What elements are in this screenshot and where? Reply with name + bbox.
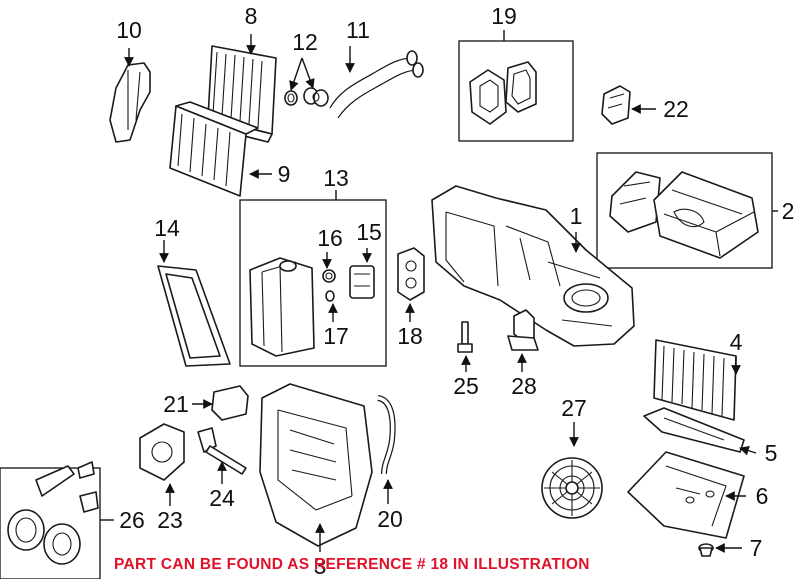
callout-1: 1 bbox=[570, 203, 583, 229]
part-21-sensor[interactable] bbox=[211, 385, 249, 421]
callout-27: 27 bbox=[561, 395, 587, 421]
callout-7: 7 bbox=[750, 535, 763, 561]
part-1-hvac-housing[interactable] bbox=[431, 185, 635, 347]
part-26-fan-parts[interactable] bbox=[7, 461, 99, 565]
callout-25: 25 bbox=[453, 373, 479, 399]
callout-23: 23 bbox=[157, 507, 183, 533]
part-13-evaporator[interactable] bbox=[249, 257, 315, 357]
callout-28: 28 bbox=[511, 373, 537, 399]
part-12-o-rings[interactable] bbox=[284, 87, 329, 107]
part-7-grommet[interactable] bbox=[698, 543, 714, 557]
callout-20: 20 bbox=[377, 506, 403, 532]
part-9-heater-core[interactable] bbox=[169, 101, 259, 197]
callout-18: 18 bbox=[397, 323, 423, 349]
callout-6: 6 bbox=[756, 483, 769, 509]
callout-15: 15 bbox=[356, 219, 382, 245]
callout-numbers: 10 8 12 11 9 19 22 2 1 13 14 16 15 17 18… bbox=[116, 3, 794, 579]
callout-14: 14 bbox=[154, 215, 180, 241]
reference-note: PART CAN BE FOUND AS REFERENCE # 18 IN I… bbox=[114, 556, 590, 573]
group-box-19 bbox=[458, 40, 574, 142]
part-20-drain-hose[interactable] bbox=[377, 395, 396, 475]
callout-17: 17 bbox=[323, 323, 349, 349]
callout-8: 8 bbox=[245, 3, 258, 29]
callout-4: 4 bbox=[730, 329, 743, 355]
part-24-probe[interactable] bbox=[197, 427, 247, 475]
part-11-heater-pipes[interactable] bbox=[329, 50, 424, 119]
part-16-o-ring[interactable] bbox=[322, 269, 336, 283]
part-6-cover[interactable] bbox=[627, 451, 745, 539]
part-15-expansion-valve[interactable] bbox=[349, 265, 375, 299]
callout-11: 11 bbox=[346, 17, 370, 43]
callout-9: 9 bbox=[278, 161, 291, 187]
part-4-filter[interactable] bbox=[653, 339, 737, 421]
callout-10: 10 bbox=[116, 17, 142, 43]
callout-21: 21 bbox=[163, 391, 189, 417]
part-22-bracket[interactable] bbox=[601, 85, 631, 125]
callout-13: 13 bbox=[323, 165, 349, 191]
part-23-actuator[interactable] bbox=[139, 423, 185, 481]
part-19-seals[interactable] bbox=[469, 61, 537, 125]
callout-16: 16 bbox=[317, 225, 343, 251]
part-17-o-ring[interactable] bbox=[325, 290, 335, 302]
part-2-duct-assembly[interactable] bbox=[609, 171, 759, 259]
part-10-trim-panel[interactable] bbox=[109, 62, 151, 143]
group-box-26 bbox=[0, 467, 101, 579]
part-27-blower-motor[interactable] bbox=[541, 457, 603, 519]
part-14-cabin-filter[interactable] bbox=[157, 265, 231, 367]
callout-2: 2 bbox=[782, 198, 795, 224]
callout-19: 19 bbox=[491, 3, 517, 29]
callout-22: 22 bbox=[663, 96, 689, 122]
callout-5: 5 bbox=[765, 440, 778, 466]
callout-3: 3 bbox=[314, 553, 327, 579]
callout-24: 24 bbox=[209, 485, 235, 511]
callout-12: 12 bbox=[292, 29, 318, 55]
part-3-lower-housing[interactable] bbox=[259, 383, 373, 547]
group-box-13 bbox=[239, 199, 387, 367]
part-18-gasket[interactable] bbox=[397, 247, 425, 301]
leader-lines bbox=[100, 30, 778, 553]
part-25-bolt[interactable] bbox=[457, 321, 473, 353]
callout-26: 26 bbox=[119, 507, 145, 533]
part-28-mount[interactable] bbox=[507, 309, 539, 351]
